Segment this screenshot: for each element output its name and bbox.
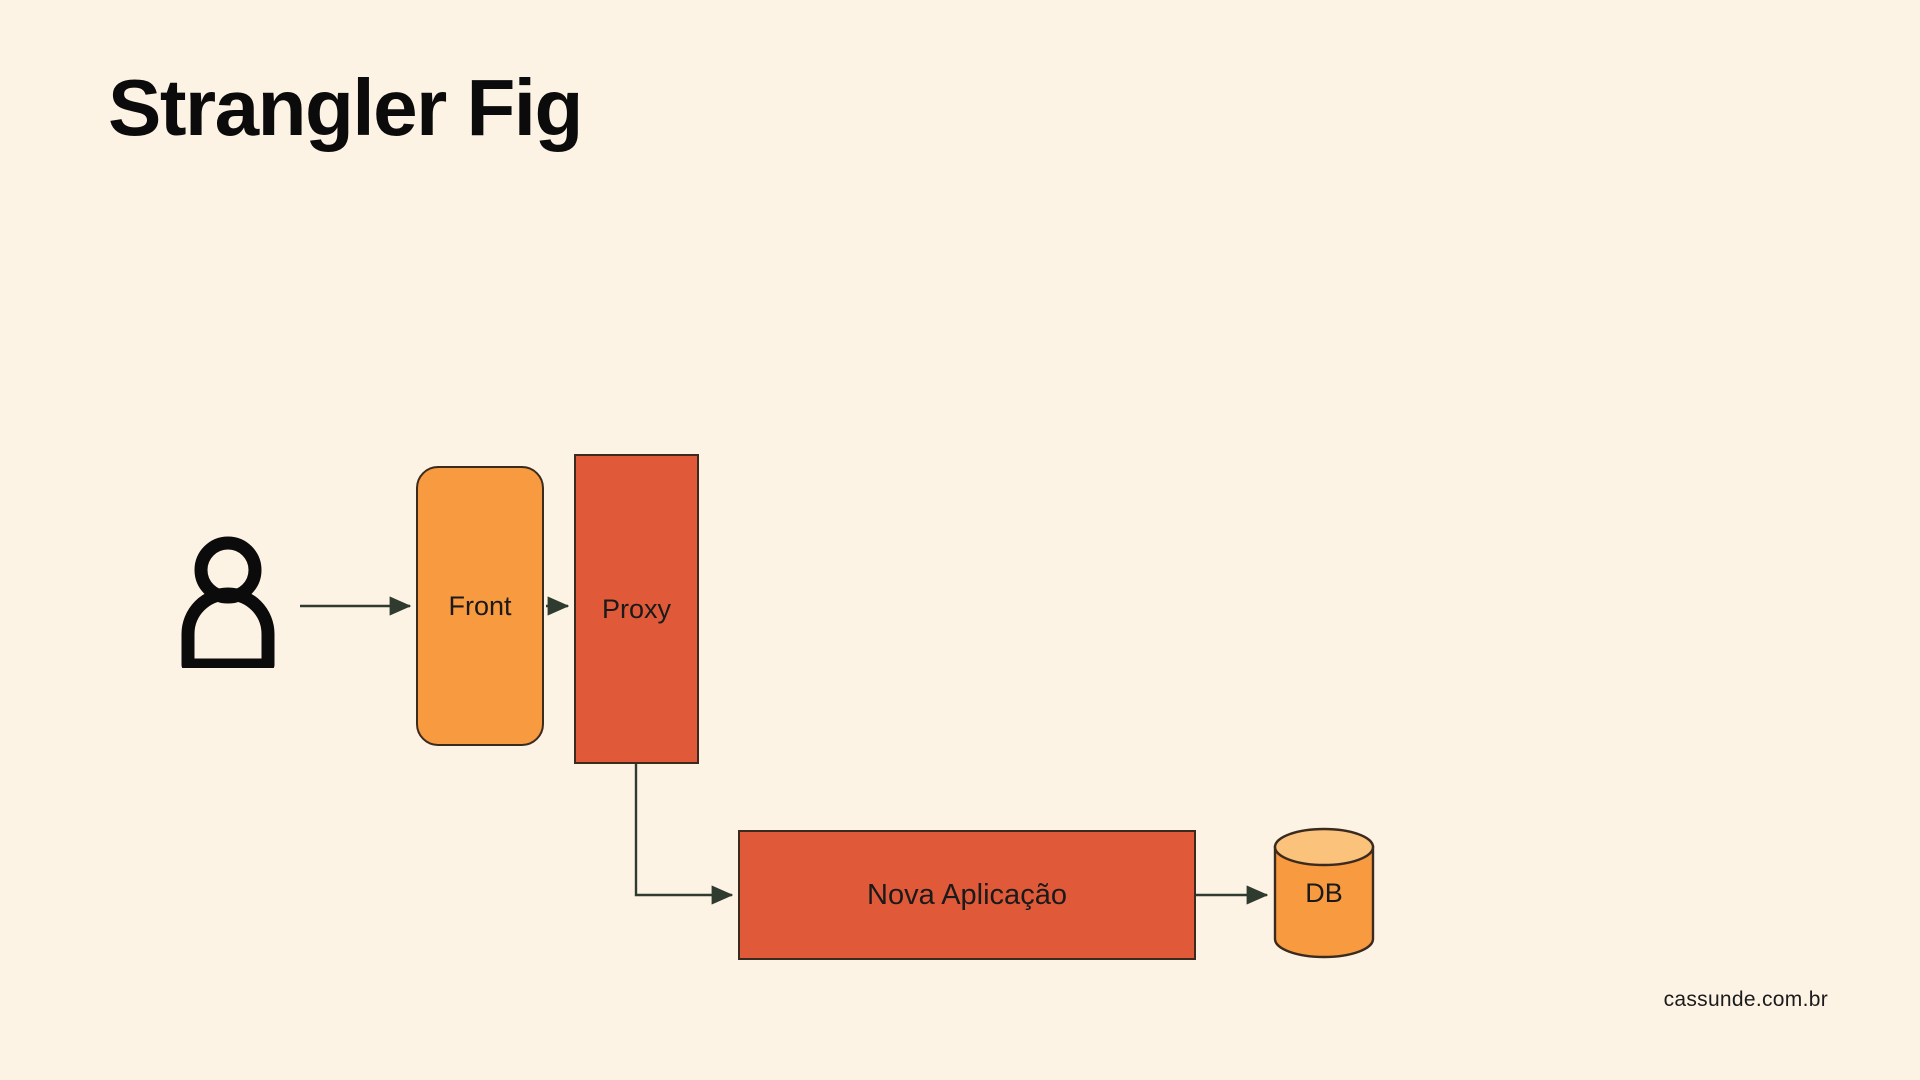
node-nova-aplicacao[interactable]: Nova Aplicação bbox=[738, 830, 1196, 960]
node-db-label: DB bbox=[1305, 877, 1343, 908]
page-title: Strangler Fig bbox=[108, 63, 583, 152]
node-db[interactable]: DB bbox=[1272, 826, 1376, 960]
edge-proxy-nova bbox=[634, 764, 734, 905]
site-credit: cassunde.com.br bbox=[1663, 988, 1828, 1011]
node-front-label: Front bbox=[448, 590, 512, 621]
node-nova-aplicacao-label: Nova Aplicação bbox=[867, 878, 1067, 911]
node-proxy[interactable]: Proxy bbox=[574, 454, 699, 764]
node-proxy-label: Proxy bbox=[601, 593, 672, 624]
person-icon-glyph bbox=[181, 536, 275, 672]
database-cylinder-icon bbox=[1273, 827, 1375, 959]
node-front[interactable]: Front bbox=[416, 466, 544, 746]
user-icon bbox=[176, 534, 280, 672]
